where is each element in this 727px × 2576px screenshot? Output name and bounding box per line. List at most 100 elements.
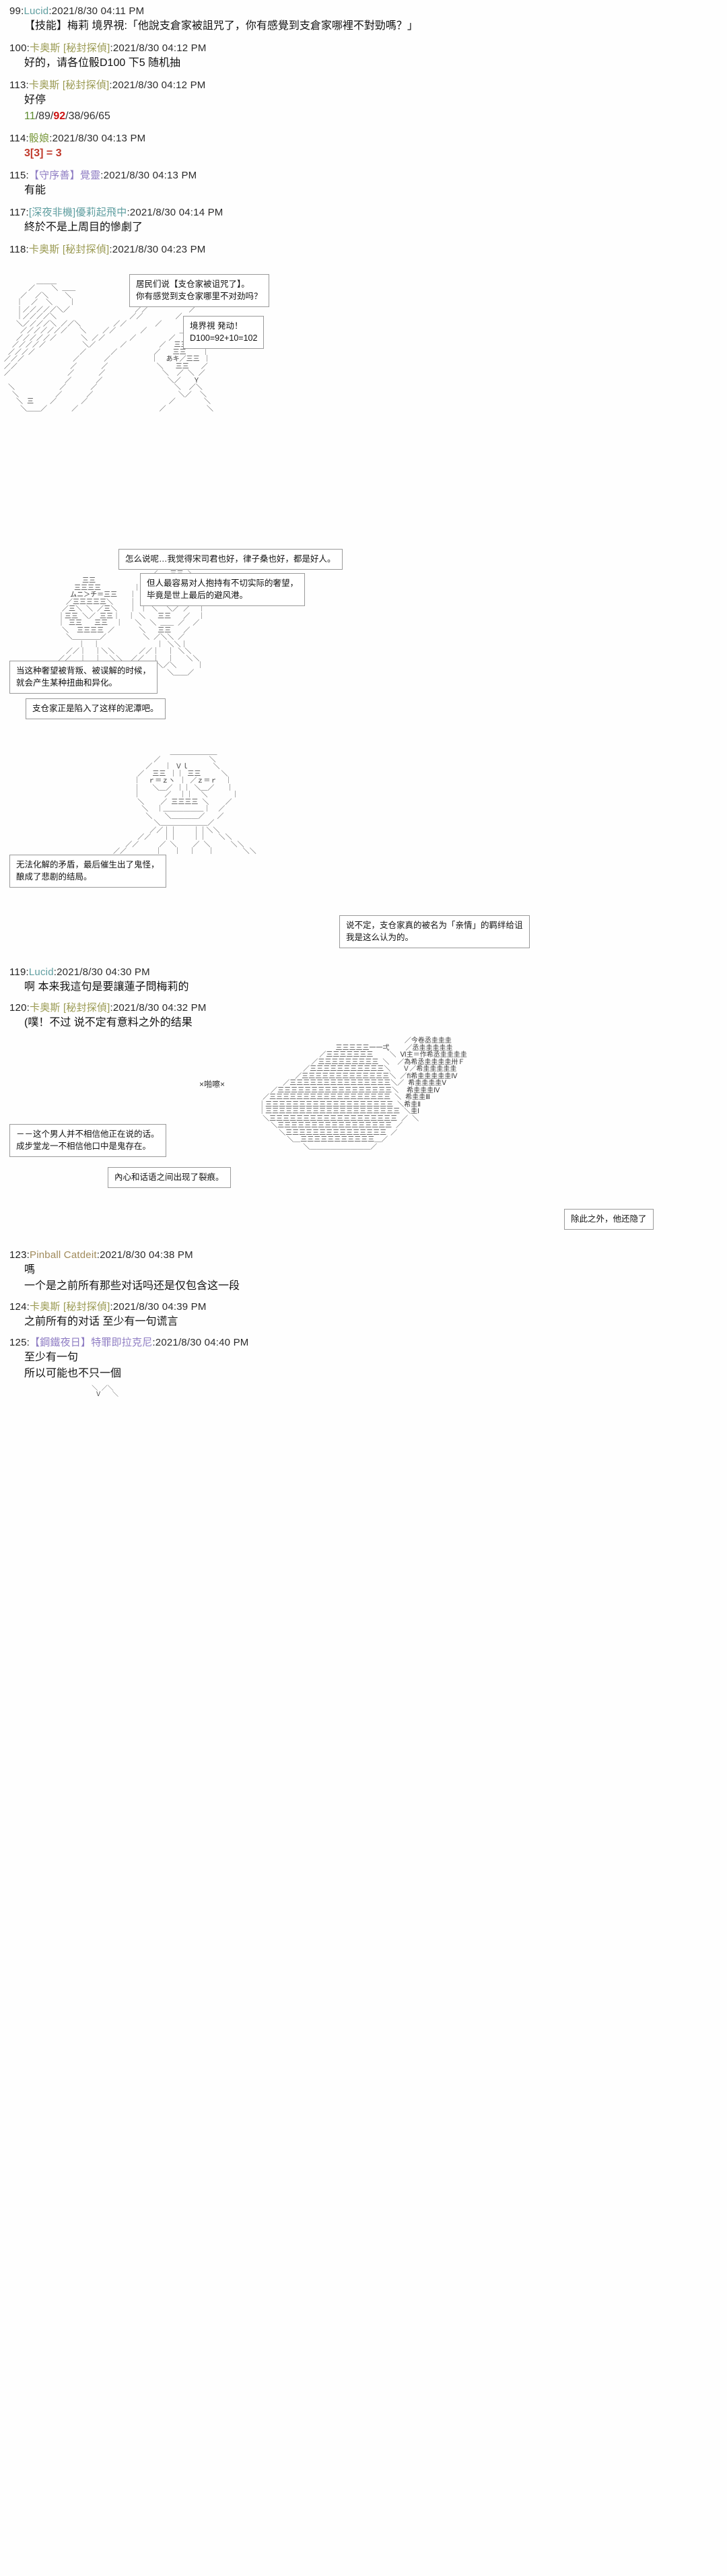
post-number: 120: xyxy=(9,1002,30,1014)
bubble-unresolved-grudge: 无法化解的矛盾，最后催生出了鬼怪， 酿成了悲剧的结局。 xyxy=(9,855,166,888)
roll-value-3: 92 xyxy=(53,110,66,122)
aa-panel-3: 无法化解的矛盾，最后催生出了鬼怪， 酿成了悲剧的结局。 说不定，支仓家真的被名为… xyxy=(0,747,727,956)
bubble-line: 当这种奢望被背叛、被误解的时候， xyxy=(16,666,151,675)
post-author[interactable]: Lucid xyxy=(24,5,49,17)
bubble-line: 成步堂龙一不相信他口中是鬼存在。 xyxy=(16,1142,151,1151)
post-timestamp: :2021/8/30 04:30 PM xyxy=(53,966,150,978)
post-number: 113: xyxy=(9,79,29,91)
dice-roll-results: 11/89/92/38/96/65 xyxy=(24,110,110,122)
post-118[interactable]: 118:卡奥斯 [秘封探偵]:2021/8/30 04:23 PM xyxy=(0,242,727,257)
post-body: 【技能】梅莉 境界視:「他說支倉家被詛咒了，你有感覺到支倉家哪裡不對勁嗎？」 xyxy=(24,20,418,32)
post-body: 好停 xyxy=(24,94,46,106)
bubble-line: D100=92+10=102 xyxy=(190,333,258,343)
post-author[interactable]: 【鋼鐵夜日】特罪即拉克尼 xyxy=(30,1337,153,1348)
post-header: 99:Lucid:2021/8/30 04:11 PM xyxy=(9,4,727,18)
post-header: 113:卡奥斯 [秘封探偵]:2021/8/30 04:12 PM xyxy=(9,78,727,92)
bubble-line: 但人最容易对人抱持有不切实际的奢望， xyxy=(147,579,299,588)
post-body: 終於不是上周目的慘劇了 xyxy=(24,222,143,233)
roll-value-2: 89 xyxy=(38,110,50,122)
post-number: 99: xyxy=(9,5,24,17)
bubble-line: 境界視 発动！ xyxy=(190,321,243,331)
post-99[interactable]: 99:Lucid:2021/8/30 04:11 PM 【技能】梅莉 境界視:「… xyxy=(0,4,727,34)
aa-panel-2: 怎么说呢…我觉得宋司君也好，律子桑也好，都是好人。 但人最容易对人抱持有不切实际… xyxy=(0,545,727,740)
bubble-crack-appeared: 內心和话语之间出现了裂痕。 xyxy=(108,1167,231,1188)
bubble-praise-character: 怎么说呢…我觉得宋司君也好，律子桑也好，都是好人。 xyxy=(118,549,343,570)
roll-value-6: 65 xyxy=(98,110,110,122)
post-125[interactable]: 125:【鋼鐵夜日】特罪即拉克尼:2021/8/30 04:40 PM 至少有一… xyxy=(0,1335,727,1382)
bubble-besides-that: 除此之外，他还隐了 xyxy=(564,1209,654,1230)
post-author[interactable]: 卡奥斯 [秘封探偵] xyxy=(30,1002,110,1014)
post-number: 117: xyxy=(9,207,29,218)
bubble-line: 说不定，支仓家真的被名为「亲情」的羁绊给诅 xyxy=(346,921,523,930)
post-timestamp: :2021/8/30 04:12 PM xyxy=(109,79,206,91)
roll-value-1: 11 xyxy=(24,110,36,122)
bubble-line: 你有感觉到支仓家哪里不对劲吗？ xyxy=(136,292,263,301)
post-114[interactable]: 114:骰娘:2021/8/30 04:13 PM 3[3] = 3 xyxy=(0,131,727,162)
post-119[interactable]: 119:Lucid:2021/8/30 04:30 PM 啊 本来我這句是要讓蓮… xyxy=(0,965,727,995)
post-120[interactable]: 120:卡奥斯 [秘封探偵]:2021/8/30 04:32 PM (噗！不过 … xyxy=(0,1001,727,1031)
post-list-bottom: 123:Pinball Catdeit:2021/8/30 04:38 PM 嗎… xyxy=(0,1248,727,1382)
aa-panel-1: 居民们说【支仓家被诅咒了】。 你有感觉到支仓家哪里不对劲吗？ 境界視 発动！ D… xyxy=(0,269,727,538)
post-body: (噗！不过 说不定有意料之外的结果 xyxy=(24,1017,193,1028)
post-list-middle: 119:Lucid:2021/8/30 04:30 PM 啊 本来我這句是要讓蓮… xyxy=(0,965,727,1031)
post-timestamp: :2021/8/30 04:32 PM xyxy=(110,1002,207,1014)
bubble-line: 居民们说【支仓家被诅咒了】。 xyxy=(136,279,250,289)
post-author[interactable]: 卡奥斯 [秘封探偵] xyxy=(30,42,110,54)
post-header: 117:[深夜非機]優莉起飛中:2021/8/30 04:14 PM xyxy=(9,205,727,220)
bubble-desire-harbor: 但人最容易对人抱持有不切实际的奢望， 毕竟是世上最后的避风港。 xyxy=(140,573,306,606)
post-header: 119:Lucid:2021/8/30 04:30 PM xyxy=(9,965,727,979)
post-header: 125:【鋼鐵夜日】特罪即拉克尼:2021/8/30 04:40 PM xyxy=(9,1335,727,1350)
post-timestamp: :2021/8/30 04:12 PM xyxy=(110,42,207,54)
post-header: 100:卡奥斯 [秘封探偵]:2021/8/30 04:12 PM xyxy=(9,41,727,55)
post-timestamp: :2021/8/30 04:11 PM xyxy=(48,5,145,17)
sfx-crack-label: ×啪嚓× xyxy=(199,1080,226,1089)
ascii-art-fragment-bottom: ＼ ／＼ Ｖ ＼ xyxy=(92,1385,118,1399)
post-timestamp: :2021/8/30 04:39 PM xyxy=(110,1301,207,1313)
bubble-line: 除此之外，他还隐了 xyxy=(571,1214,647,1224)
post-timestamp: :2021/8/30 04:13 PM xyxy=(100,170,197,181)
post-header: 118:卡奥斯 [秘封探偵]:2021/8/30 04:23 PM xyxy=(9,242,727,257)
aa-panel-4: ×啪嚓× －－这个男人并不相信他正在说的话。 成步堂龙一不相信他口中是鬼存在。 … xyxy=(0,1035,727,1237)
post-timestamp: :2021/8/30 04:13 PM xyxy=(49,133,146,144)
post-number: 100: xyxy=(9,42,30,54)
post-number: 123: xyxy=(9,1249,30,1261)
post-timestamp: :2021/8/30 04:23 PM xyxy=(109,244,206,255)
post-timestamp: :2021/8/30 04:14 PM xyxy=(127,207,223,218)
post-timestamp: :2021/8/30 04:40 PM xyxy=(152,1337,249,1348)
ascii-art-4: ／今卷丞圭圭圭 三三三三三一一弌 ／丞圭圭圭圭圭 ／三三三三三三三 ＼ Ⅵ主＝作… xyxy=(258,1037,467,1151)
bubble-line: 酿成了悲剧的结局。 xyxy=(16,872,92,882)
bubble-line: 怎么说呢…我觉得宋司君也好，律子桑也好，都是好人。 xyxy=(125,554,336,564)
post-author[interactable]: [深夜非機]優莉起飛中 xyxy=(28,207,127,218)
post-list-top: 99:Lucid:2021/8/30 04:11 PM 【技能】梅莉 境界視:「… xyxy=(0,0,727,257)
post-117[interactable]: 117:[深夜非機]優莉起飛中:2021/8/30 04:14 PM 終於不是上… xyxy=(0,205,727,236)
post-author[interactable]: 卡奥斯 [秘封探偵] xyxy=(30,1301,110,1313)
post-100[interactable]: 100:卡奥斯 [秘封探偵]:2021/8/30 04:12 PM 好的，请各位… xyxy=(0,41,727,71)
post-author[interactable]: Lucid xyxy=(28,966,54,978)
post-timestamp: :2021/8/30 04:38 PM xyxy=(96,1249,193,1261)
post-124[interactable]: 124:卡奥斯 [秘封探偵]:2021/8/30 04:39 PM 之前所有的对… xyxy=(0,1300,727,1330)
post-author[interactable]: 卡奥斯 [秘封探偵] xyxy=(28,244,110,255)
bubble-line: 我是这么认为的。 xyxy=(346,933,414,942)
post-body: 好的，请各位骰D100 下5 随机抽 xyxy=(24,57,181,69)
roll-value-5: 96 xyxy=(83,110,96,122)
post-author[interactable]: 卡奥斯 [秘封探偵] xyxy=(28,79,110,91)
post-author[interactable]: 骰娘 xyxy=(28,133,50,144)
post-body-line: 之前所有的对话 至少有一句谎言 xyxy=(24,1316,178,1327)
post-body-line: 一个是之前所有那些对话吗还是仅包含这一段 xyxy=(24,1280,240,1292)
post-number: 124: xyxy=(9,1301,30,1313)
post-header: 123:Pinball Catdeit:2021/8/30 04:38 PM xyxy=(9,1248,727,1262)
post-number: 118: xyxy=(9,244,29,255)
dice-expression: 3[3] = 3 xyxy=(24,147,62,159)
post-author[interactable]: Pinball Catdeit xyxy=(30,1249,97,1261)
ascii-art-3: ＿＿＿＿＿＿＿ ／ ＼ ／ ｜ Ｖｌ ＼ ／ 三三 ｜｜ 三三 ＼ xyxy=(113,749,256,855)
post-body-line: 至少有一句 xyxy=(24,1352,79,1363)
post-115[interactable]: 115:【守序善】覺靈:2021/8/30 04:13 PM 有能 xyxy=(0,168,727,199)
bubble-line: 內心和话语之间出现了裂痕。 xyxy=(114,1173,224,1182)
post-body-line: 所以可能也不只一個 xyxy=(24,1368,122,1379)
post-113[interactable]: 113:卡奥斯 [秘封探偵]:2021/8/30 04:12 PM 好停 11/… xyxy=(0,78,727,125)
post-author[interactable]: 【守序善】覺靈 xyxy=(28,170,101,181)
bubble-hasekura-mud: 支仓家正是陷入了这样的泥潭吧。 xyxy=(26,698,166,719)
post-123[interactable]: 123:Pinball Catdeit:2021/8/30 04:38 PM 嗎… xyxy=(0,1248,727,1294)
post-body: 啊 本来我這句是要讓蓮子問梅莉的 xyxy=(24,981,189,993)
